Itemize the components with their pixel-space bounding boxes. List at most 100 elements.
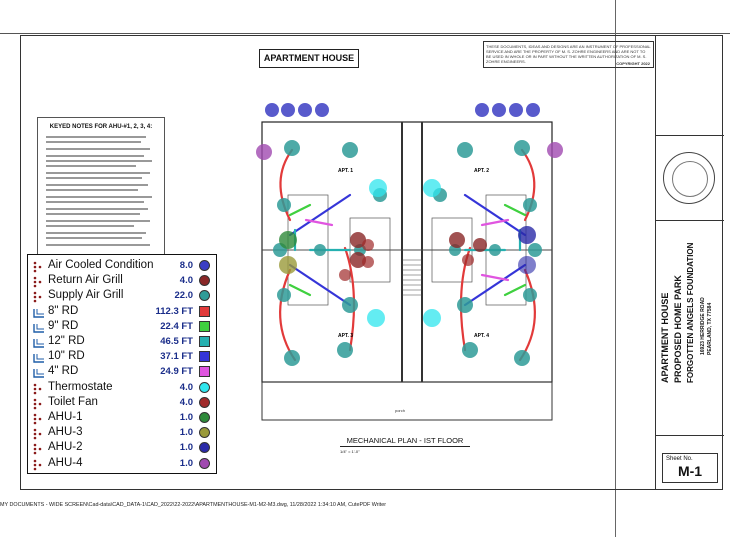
- duct-8in: [279, 148, 294, 222]
- apt-3-label: APT. 3: [338, 333, 353, 339]
- apt-4-label: APT. 4: [474, 333, 489, 339]
- duct-10in: [463, 193, 527, 237]
- legend-quantity: 112.3 FT: [155, 305, 194, 317]
- duct-symbol-icon: [32, 351, 46, 363]
- duct-10in: [463, 263, 527, 307]
- legend-label: Thermostate: [48, 380, 113, 393]
- legend-label: Return Air Grill: [48, 274, 123, 287]
- dot-symbol-icon: [32, 442, 46, 455]
- duct-symbol-icon: [32, 336, 46, 348]
- legend-row: Toilet Fan 4.0: [28, 395, 216, 410]
- legend-quantity: 1.0: [179, 442, 193, 454]
- legend-quantity: 4.0: [179, 275, 193, 287]
- sheet-number: M-1: [677, 463, 703, 479]
- dot-symbol-icon: [32, 275, 46, 288]
- legend-quantity: 4.0: [179, 396, 193, 408]
- tb-project-name: APARTMENT HOUSE: [660, 292, 670, 383]
- legend-row: AHU-2 1.0: [28, 440, 216, 455]
- note-text-line: [46, 232, 146, 234]
- page-divider-line: [615, 0, 616, 537]
- return-air-grills: [350, 232, 487, 268]
- duct-4in: [480, 273, 510, 282]
- duct-9in: [503, 203, 527, 217]
- porch-outline: [261, 381, 553, 421]
- legend-color-swatch: [199, 275, 210, 287]
- sheet-top-border: [0, 33, 730, 34]
- ahu-2: [518, 226, 536, 244]
- note-text-line: [46, 237, 142, 239]
- dot-symbol-icon: [32, 458, 46, 470]
- ahu-3: [279, 256, 297, 274]
- legend-quantity: 1.0: [179, 427, 193, 439]
- legend-color-swatch: [199, 396, 210, 408]
- keyed-notes-box: KEYED NOTES FOR AHU-#1, 2, 3, 4:: [37, 117, 165, 257]
- tb-address-2: PEARLAND, TX 77584: [707, 302, 713, 355]
- duct-8in: [518, 268, 536, 362]
- dot-symbol-icon: [32, 290, 46, 303]
- duct-symbol-icon: [32, 366, 46, 379]
- note-text-line: [46, 177, 142, 179]
- legend-color-swatch: [199, 366, 210, 378]
- legend-label: AHU-3: [48, 426, 83, 439]
- tb-address-1: 16923 HERRIDGE ROAD: [700, 297, 706, 355]
- plan-scale: 1/4" = 1'-0": [340, 449, 360, 454]
- title-block-divider: [656, 435, 724, 436]
- legend-label: 12" RD: [48, 335, 85, 347]
- dot-symbol-icon: [32, 412, 46, 425]
- duct-9in: [288, 203, 312, 217]
- toilet-fans: [339, 239, 474, 281]
- engineer-seal: [663, 152, 715, 204]
- note-text-line: [46, 201, 144, 203]
- note-text-line: [46, 244, 150, 246]
- apt-2-label: APT. 2: [474, 168, 489, 174]
- dot-symbol-icon: [32, 397, 46, 410]
- tb-project-sub: PROPOSED HOME PARK: [673, 275, 683, 383]
- legend-color-swatch: [199, 290, 210, 302]
- legend-quantity: 8.0: [179, 260, 193, 271]
- duct-8in: [279, 268, 297, 362]
- plan-title-underline: [340, 446, 470, 447]
- legend-quantity: 1.0: [179, 457, 193, 469]
- legend-color-swatch: [199, 336, 210, 347]
- legend-label: AHU-1: [48, 411, 83, 423]
- duct-4in: [304, 218, 334, 227]
- duct-9in: [288, 283, 312, 297]
- note-text-line: [46, 160, 152, 162]
- ahu-1: [279, 231, 297, 249]
- duct-8in: [520, 148, 536, 222]
- note-text-line: [46, 172, 150, 174]
- legend-label: Toilet Fan: [48, 395, 98, 408]
- copyright-label: COPYRIGHT 2022: [616, 61, 650, 66]
- note-text-line: [46, 165, 136, 167]
- dot-symbol-icon: [32, 260, 46, 273]
- legend-color-swatch: [199, 427, 210, 439]
- legend-color-swatch: [199, 305, 210, 317]
- sheet-number-label: Sheet No.: [666, 456, 693, 462]
- duct-symbol-icon: [32, 321, 46, 333]
- legend-row: AHU-3 1.0: [28, 425, 216, 440]
- note-text-line: [46, 189, 138, 191]
- legend-color-swatch: [199, 381, 210, 393]
- note-text-line: [46, 208, 148, 210]
- legend-label: AHU-4: [48, 456, 83, 469]
- sheet-number-box: Sheet No. M-1: [662, 453, 718, 483]
- legend-label: 10" RD: [48, 350, 85, 363]
- building-outline: [261, 121, 553, 383]
- dot-symbol-icon: [32, 382, 46, 394]
- legend-color-swatch: [199, 260, 210, 271]
- note-text-line: [46, 196, 152, 198]
- legend-color-swatch: [199, 442, 210, 454]
- legend-label: AHU-2: [48, 441, 83, 454]
- legend-label: 9" RD: [48, 319, 79, 332]
- duct-10in: [288, 263, 352, 307]
- apt-1-label: APT. 1: [338, 168, 353, 174]
- legend-color-swatch: [199, 320, 210, 332]
- condenser-units: [265, 103, 540, 117]
